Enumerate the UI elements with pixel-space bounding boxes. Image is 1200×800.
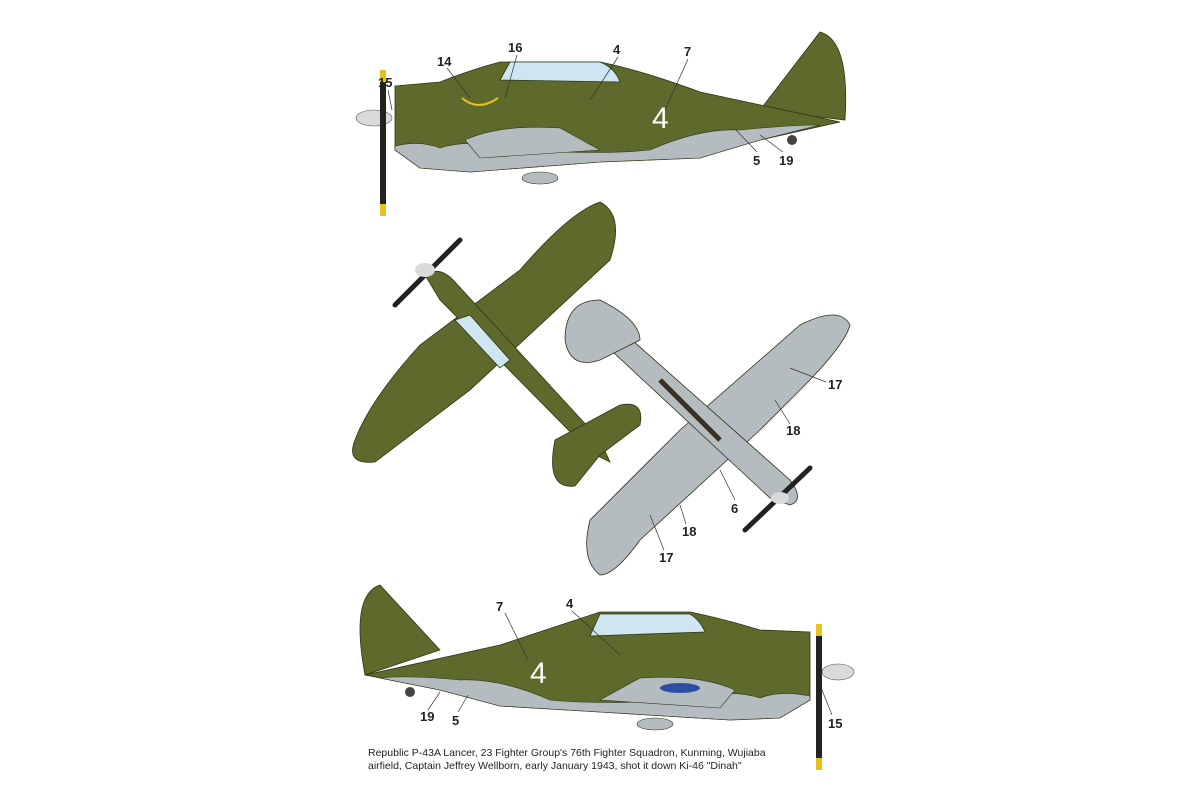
callouts-plan: 17 18 6 18 17: [649, 367, 842, 565]
lower-tailplane: [564, 299, 641, 363]
callout: 4: [613, 42, 621, 57]
spinner: [821, 663, 855, 681]
tail-wheel: [787, 135, 797, 145]
caption: Republic P-43A Lancer, 23 Fighter Group'…: [368, 747, 788, 773]
lower-spinner: [771, 492, 789, 504]
tail-fin: [759, 31, 847, 121]
callout: 15: [378, 75, 392, 90]
upper-spinner: [415, 263, 435, 277]
underside-grey: [379, 676, 811, 721]
propeller: [816, 624, 822, 770]
propeller-tip: [380, 70, 386, 82]
oil-streak: [658, 378, 722, 442]
callout: 6: [731, 501, 738, 516]
callout: 14: [437, 54, 452, 69]
lower-surface-view: [564, 299, 851, 576]
drop-tank: [521, 171, 559, 185]
wing-root: [464, 126, 602, 159]
leader-lines: [649, 367, 827, 551]
nose-art: [461, 97, 499, 106]
callout: 5: [753, 153, 760, 168]
leader-lines: [427, 610, 833, 716]
callout: 4: [566, 596, 574, 611]
callout: 17: [659, 550, 673, 565]
callout: 18: [682, 524, 696, 539]
left-side-profile: 4: [355, 31, 847, 216]
drop-tank: [636, 717, 674, 731]
callout: 18: [786, 423, 800, 438]
caption-line: Republic P-43A Lancer, 23 Fighter Group'…: [368, 747, 766, 759]
callouts-top: 15 14 16 4 7 5 19: [378, 40, 793, 168]
propeller-tip: [816, 624, 822, 636]
callout: 15: [828, 716, 842, 731]
upper-canopy: [454, 314, 511, 369]
propeller: [380, 70, 386, 216]
canopy: [499, 61, 621, 83]
aircraft-code: 4: [652, 102, 669, 135]
spinner: [355, 109, 393, 127]
upper-tailplane: [552, 403, 642, 487]
propeller-tip: [816, 758, 822, 770]
aircraft-code: 4: [530, 657, 547, 690]
callout: 16: [508, 40, 522, 55]
callouts-bottom: 7 4 19 5 15: [420, 596, 842, 731]
wing-root: [598, 676, 736, 709]
propeller-tip: [380, 204, 386, 216]
callout: 17: [828, 377, 842, 392]
right-side-profile: 4: [359, 584, 855, 770]
callout: 5: [452, 713, 459, 728]
caption-line: airfield, Captain Jeffrey Wellborn, earl…: [368, 760, 742, 772]
callout: 19: [779, 153, 793, 168]
callout: 7: [496, 599, 503, 614]
callout: 7: [684, 44, 691, 59]
upper-surface-view: [352, 201, 642, 487]
canopy: [589, 613, 706, 637]
tail-fin: [359, 584, 441, 676]
national-insignia: [660, 683, 700, 693]
callout: 19: [420, 709, 434, 724]
leader-lines: [387, 54, 784, 153]
underside-grey: [394, 124, 821, 173]
tail-wheel: [405, 687, 415, 697]
